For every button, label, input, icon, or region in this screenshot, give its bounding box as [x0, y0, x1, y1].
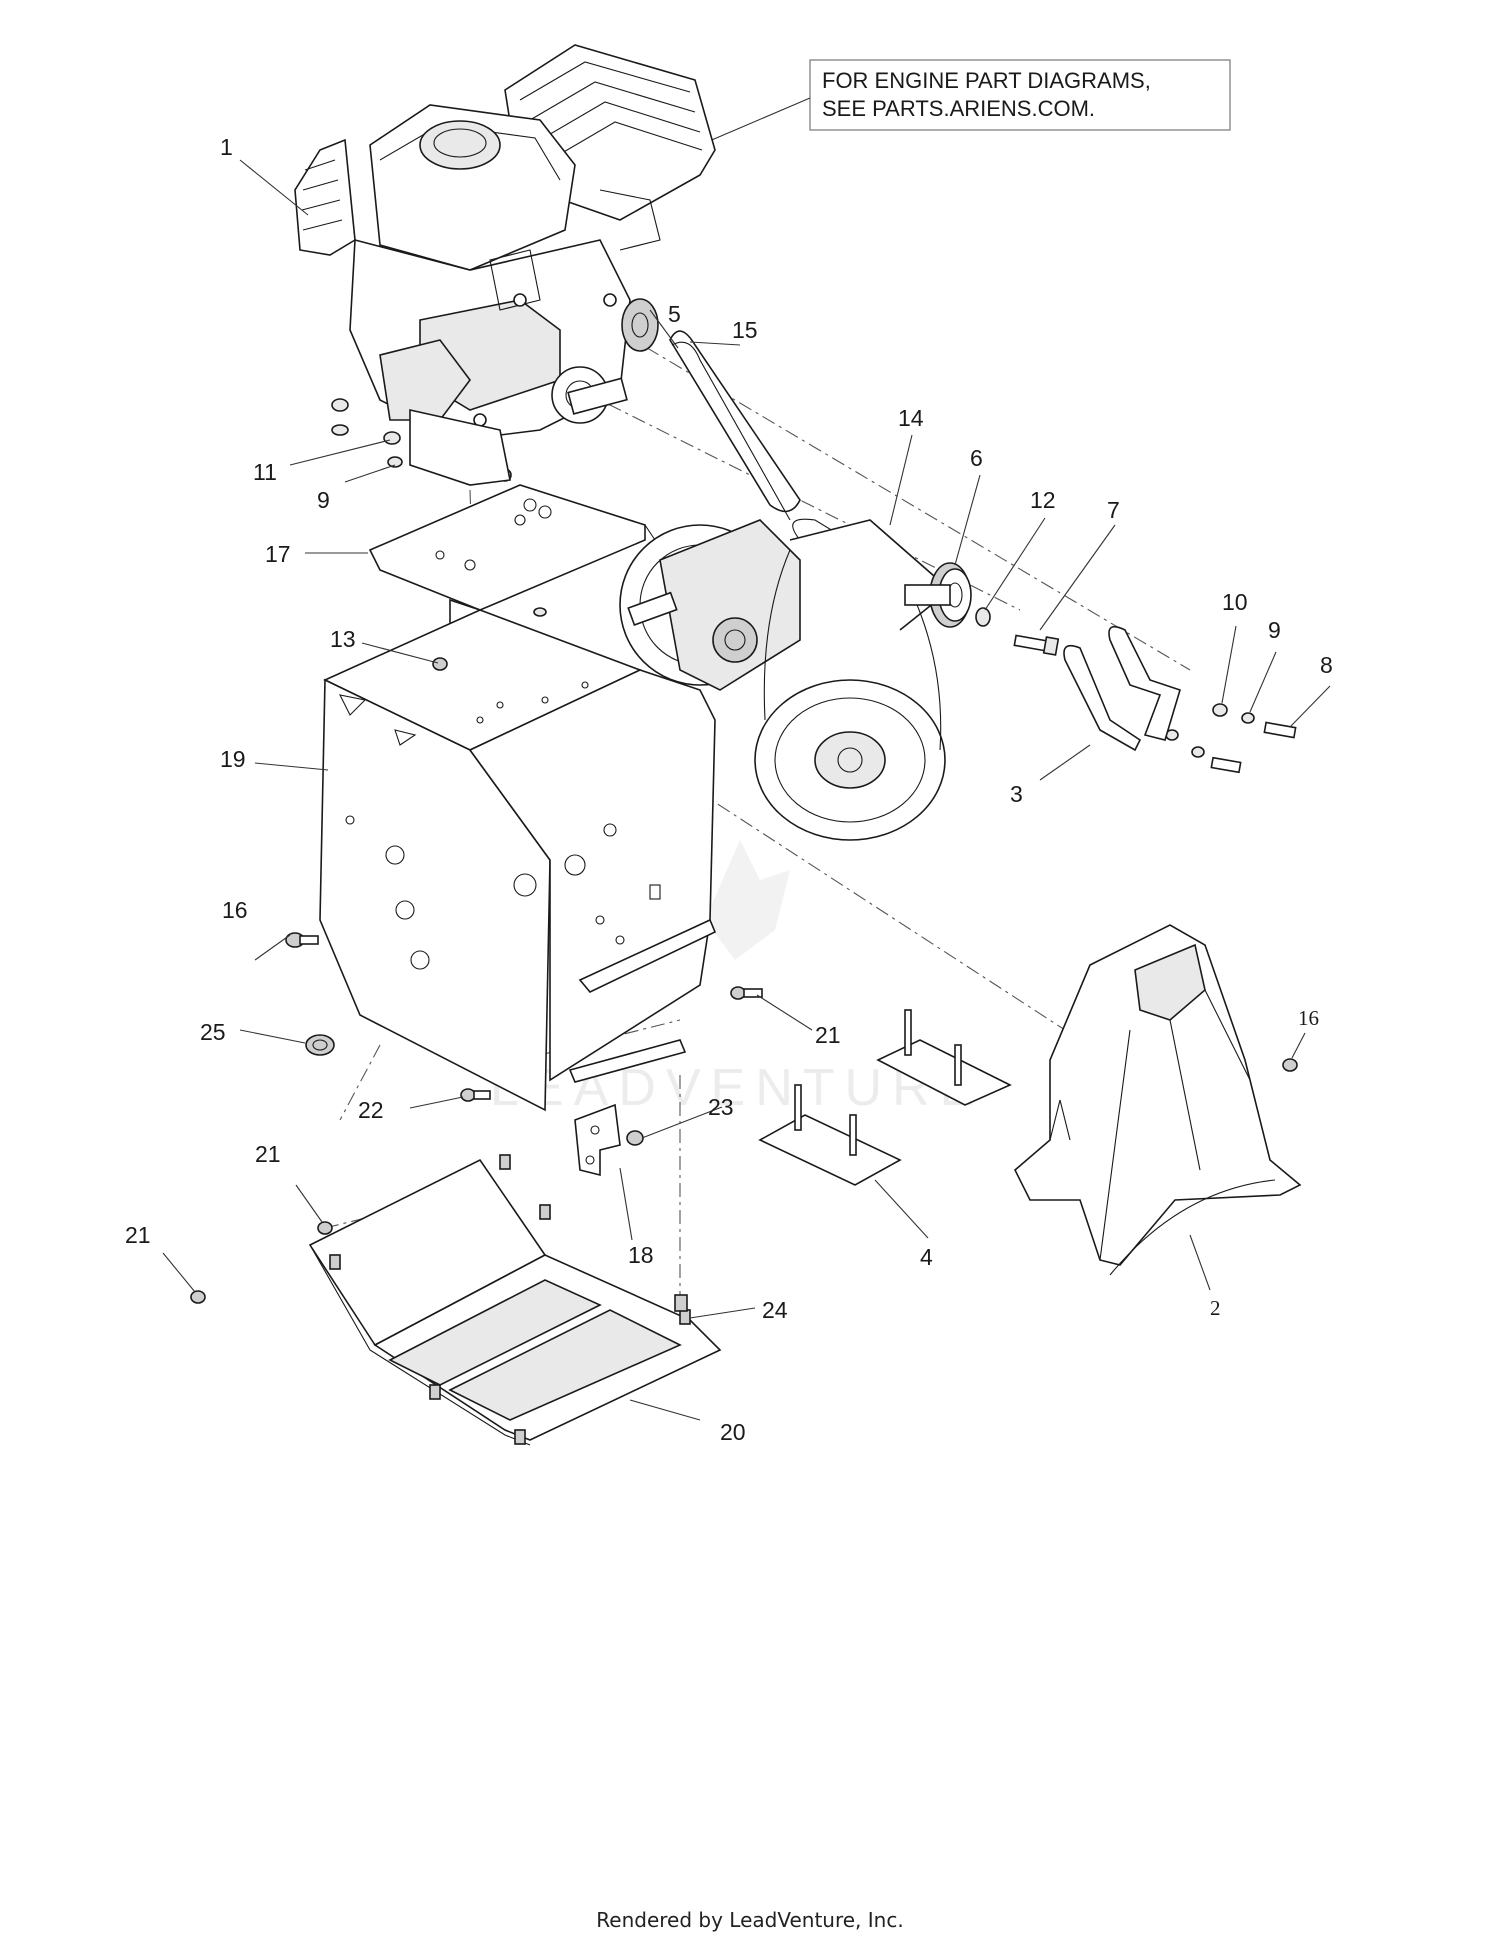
hardware-right [975, 607, 1297, 774]
callout-20: 20 [720, 1419, 746, 1445]
engine [294, 44, 716, 486]
mount-plates [758, 1009, 1012, 1186]
leader-lines [162, 159, 1331, 1421]
callout-12: 12 [1030, 487, 1056, 513]
motor-plate [368, 484, 656, 642]
callout-21b: 21 [255, 1141, 281, 1167]
callout-9b: 9 [1268, 617, 1281, 643]
note-line-2: SEE PARTS.ARIENS.COM. [822, 96, 1095, 121]
callout-14: 14 [898, 405, 924, 431]
callout-1: 1 [220, 134, 233, 160]
callout-3: 3 [1010, 781, 1023, 807]
callout-16: 16 [222, 897, 248, 923]
note-line-1: FOR ENGINE PART DIAGRAMS, [822, 68, 1151, 93]
footer-credit: Rendered by LeadVenture, Inc. [596, 1908, 904, 1932]
callout-6: 6 [970, 445, 983, 471]
frame-hardware [190, 657, 1298, 1304]
drive-pulley [621, 298, 659, 352]
bottom-pan [308, 1154, 722, 1446]
callout-11: 11 [253, 459, 277, 485]
callout-5: 5 [668, 301, 681, 327]
engine-note: FOR ENGINE PART DIAGRAMS, SEE PARTS.ARIE… [699, 59, 1231, 146]
belt-cover [1014, 924, 1302, 1276]
callout-9: 9 [317, 487, 330, 513]
callout-10: 10 [1222, 589, 1248, 615]
auger-belt-and-pulley [619, 330, 801, 691]
callout-2: 2 [1210, 1296, 1221, 1320]
callout-16b: 16 [1298, 1006, 1319, 1030]
callout-23: 23 [708, 1094, 734, 1120]
callout-24: 24 [762, 1297, 788, 1323]
callout-21: 21 [815, 1022, 841, 1048]
callout-8: 8 [1320, 652, 1333, 678]
callout-13: 13 [330, 626, 356, 652]
idler-bracket [1063, 625, 1181, 752]
callout-7: 7 [1107, 497, 1120, 523]
callout-15: 15 [732, 317, 758, 343]
callout-25: 25 [200, 1019, 226, 1045]
callout-4: 4 [920, 1244, 933, 1270]
callout-17: 17 [265, 541, 291, 567]
callout-labels: 1 11 9 17 13 5 15 14 6 12 7 10 9 8 3 19 … [125, 134, 1333, 1445]
callout-19: 19 [220, 746, 246, 772]
callout-21c: 21 [125, 1222, 151, 1248]
pulley-6 [904, 562, 972, 628]
callout-18: 18 [628, 1242, 654, 1268]
frame [319, 609, 717, 1112]
callout-22: 22 [358, 1097, 384, 1123]
